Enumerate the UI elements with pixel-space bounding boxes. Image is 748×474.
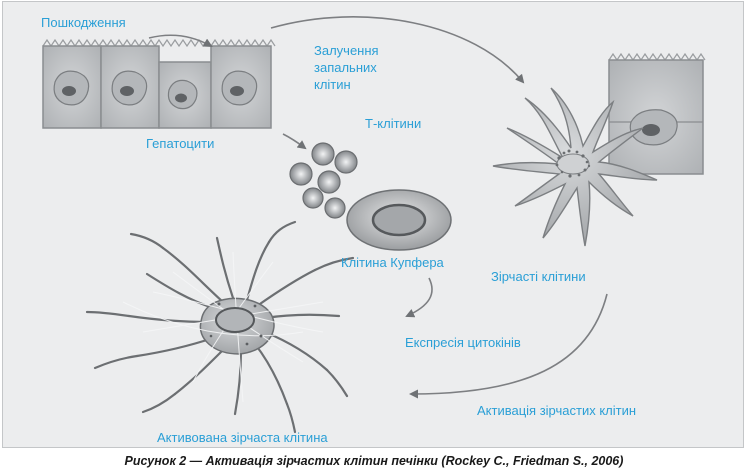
liver-cells-diagram [42,16,706,434]
damage-label: Пошкодження [41,15,126,30]
t-cells-group [289,142,358,219]
hepatocyte-microvilli [608,52,706,62]
t-cell [302,187,324,209]
stellate-activation-label: Активація зірчастих клітин [477,403,637,418]
hepatocyte-nucleus [120,86,134,96]
arrow-recruitment [270,16,525,84]
t-cell [289,162,313,186]
pathway-arrows [148,16,608,399]
hepatocyte-nucleus [642,124,660,136]
activated-cell-droplets [209,302,263,346]
t-cell [317,170,341,194]
activated-cell-nucleus [215,307,255,333]
activated-cell-processes [85,220,355,434]
hepatocyte-nucleus [230,86,244,96]
recruitment-label-line1: Залучення [314,43,379,58]
kupffer-cell-nucleus [371,203,427,237]
arrow-damage [148,34,213,47]
t-cell [311,142,335,166]
arrow-cytokines [405,277,433,318]
hepatocyte-nucleus [175,93,187,103]
t-cells-label: Т-клітини [365,116,422,131]
arrow-activation [409,293,608,399]
figure-panel: Пошкодження Залучення запальних клітин Т… [2,1,744,448]
kupffer-cell [346,189,452,251]
hepatocyte-right-group [608,52,706,175]
activated-stellate-cell-label: Активована зірчаста клітина [157,430,328,445]
recruitment-label-line2: запальних [314,60,377,75]
hepatocyte-group [42,38,276,129]
activated-stellate-cell [85,220,355,434]
stellate-cells-label: Зірчасті клітини [491,269,586,284]
cytokine-expression-label: Експресія цитокінів [405,335,521,350]
stellate-cell [492,87,658,247]
hepatocytes-label: Гепатоцити [146,136,215,151]
figure-caption: Рисунок 2 — Активація зірчастих клітин п… [124,454,624,468]
hepatocyte-nucleus [62,86,76,96]
hepatocyte-microvilli [42,38,276,48]
t-cell [334,150,358,174]
kupffer-cell-label: Клітина Купфера [341,255,444,270]
recruitment-label-line3: клітин [314,77,351,92]
arrow-t-cells [282,133,307,150]
t-cell [324,197,346,219]
lipid-droplets [555,149,591,178]
